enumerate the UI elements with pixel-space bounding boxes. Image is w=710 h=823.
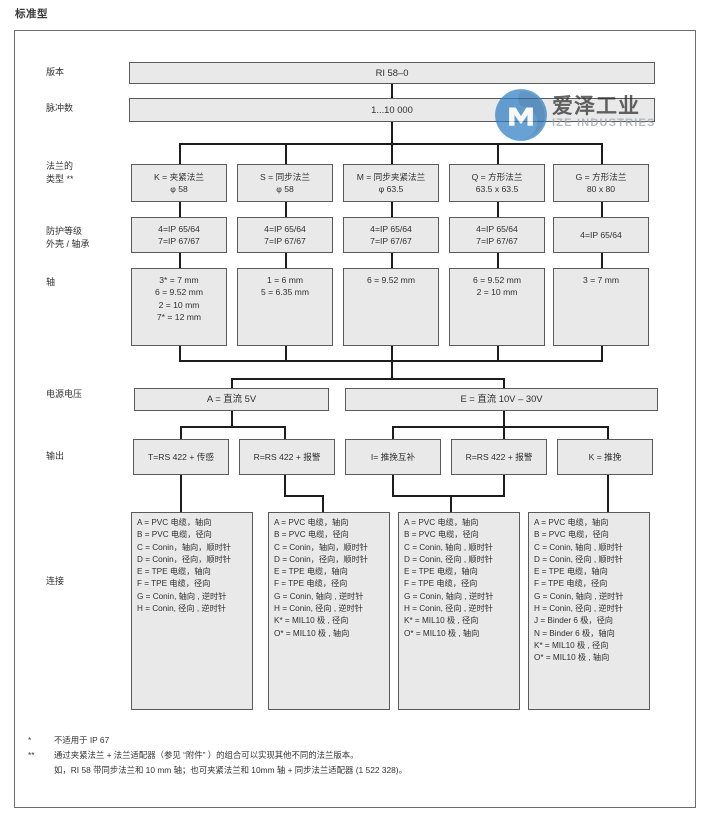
flange-box-3: M = 同步夹紧法兰 φ 63.5: [343, 164, 439, 202]
supplyE-output-drop-2: [503, 426, 505, 439]
protection-box-5: 4=IP 65/64: [553, 217, 649, 253]
flange-box-5: G = 方形法兰 80 x 80: [553, 164, 649, 202]
supply-split-bus: [231, 378, 505, 380]
shaft-drop-1: [179, 346, 181, 362]
supplyE-output-drop-1: [392, 426, 394, 439]
output-box-1: T=RS 422 + 传感: [133, 439, 229, 475]
output-box-5: K = 推挽: [557, 439, 653, 475]
connector-output34-merge-bus: [392, 495, 505, 497]
connector-output3-seg-v: [392, 475, 394, 497]
connector-protection2-shaft2: [285, 253, 287, 268]
row-label-connection: 连接: [46, 576, 65, 586]
connector-output2-seg-v1: [284, 475, 286, 497]
connector-output34-to-conn3: [450, 495, 452, 512]
footnote-mark-1: *: [28, 735, 32, 745]
footnote-text-1: 不适用于 IP 67: [54, 735, 110, 745]
supply-drop-e: [503, 378, 505, 388]
row-label-pulses: 脉冲数: [46, 103, 74, 113]
footnote-text-2: 通过夹紧法兰 + 法兰适配器（参见 “附件” ）的组合可以实现其他不同的法兰版本…: [54, 750, 407, 775]
row-label-flange: 法兰的 类型 **: [46, 161, 74, 184]
connector-pulses-down: [391, 122, 393, 143]
flange-drop-2: [285, 143, 287, 164]
shaft-box-3: 6 = 9.52 mm: [343, 268, 439, 346]
flange-box-2: S = 同步法兰 φ 58: [237, 164, 333, 202]
connector-merge-down: [391, 360, 393, 380]
connector-output1-conn1: [180, 475, 182, 512]
connector-output2-seg-v2: [322, 495, 324, 512]
connection-box-4: A = PVC 电缆，轴向 B = PVC 电缆，径向 C = Conin, 轴…: [528, 512, 650, 710]
footnote-mark-2: **: [28, 750, 35, 760]
shaft-box-5: 3 = 7 mm: [553, 268, 649, 346]
supply-drop-a: [231, 378, 233, 388]
footnote-row-1: * 不适用于 IP 67: [28, 733, 628, 748]
connection-box-3: A = PVC 电缆，轴向 B = PVC 电缆，径向 C = Conin, 轴…: [398, 512, 520, 710]
output-box-2: R=RS 422 + 报警: [239, 439, 335, 475]
footnote-row-2: ** 通过夹紧法兰 + 法兰适配器（参见 “附件” ）的组合可以实现其他不同的法…: [28, 748, 628, 778]
row-label-shaft: 轴: [46, 277, 56, 287]
connector-flange1-protection1: [179, 202, 181, 217]
supply-box-a: A = 直流 5V: [134, 388, 329, 411]
connector-protection3-shaft3: [391, 253, 393, 268]
shaft-drop-3: [391, 346, 393, 362]
connector-flange5-protection5: [601, 202, 603, 217]
flange-box-4: Q = 方形法兰 63.5 x 63.5: [449, 164, 545, 202]
flange-box-1: K = 夹紧法兰 φ 58: [131, 164, 227, 202]
supplyA-output-drop-2: [284, 426, 286, 439]
row-label-supply: 电源电压: [46, 389, 83, 399]
connector-flange4-protection4: [497, 202, 499, 217]
connector-output5-conn4: [607, 475, 609, 512]
row-label-version: 版本: [46, 67, 65, 77]
supply-box-e: E = 直流 10V – 30V: [345, 388, 658, 411]
protection-box-4: 4=IP 65/64 7=IP 67/67: [449, 217, 545, 253]
row-label-output: 输出: [46, 451, 65, 461]
connector-protection5-shaft5: [601, 253, 603, 268]
pulses-box: 1...10 000: [129, 98, 655, 122]
shaft-box-2: 1 = 6 mm 5 = 6.35 mm: [237, 268, 333, 346]
supplyE-output-drop-3: [607, 426, 609, 439]
flange-drop-1: [179, 143, 181, 164]
flange-drop-3: [391, 143, 393, 164]
connector-output4-seg-v: [503, 475, 505, 497]
connector-version-to-pulses: [391, 84, 393, 98]
connector-protection1-shaft1: [179, 253, 181, 268]
connector-protection4-shaft4: [497, 253, 499, 268]
flange-drop-5: [601, 143, 603, 164]
page-title: 标准型: [15, 8, 48, 20]
flange-drop-4: [497, 143, 499, 164]
footnotes: * 不适用于 IP 67 ** 通过夹紧法兰 + 法兰适配器（参见 “附件” ）…: [28, 733, 628, 778]
connection-box-2: A = PVC 电缆，轴向 B = PVC 电缆，径向 C = Conin，轴向…: [268, 512, 390, 710]
supplyA-output-bus: [180, 426, 284, 428]
row-label-protection: 防护等级 外壳 / 轴承: [46, 226, 90, 249]
shaft-box-4: 6 = 9.52 mm 2 = 10 mm: [449, 268, 545, 346]
protection-box-1: 4=IP 65/64 7=IP 67/67: [131, 217, 227, 253]
shaft-drop-2: [285, 346, 287, 362]
connector-output2-seg-h: [284, 495, 324, 497]
version-box: RI 58–0: [129, 62, 655, 84]
shaft-drop-5: [601, 346, 603, 362]
protection-box-3: 4=IP 65/64 7=IP 67/67: [343, 217, 439, 253]
output-box-4: R=RS 422 + 报警: [451, 439, 547, 475]
connection-box-1: A = PVC 电缆，轴向 B = PVC 电缆，径向 C = Conin，轴向…: [131, 512, 253, 710]
supplyE-output-bus: [392, 426, 609, 428]
shaft-drop-4: [497, 346, 499, 362]
diagram-frame: [14, 30, 696, 808]
supplyA-output-drop-1: [180, 426, 182, 439]
protection-box-2: 4=IP 65/64 7=IP 67/67: [237, 217, 333, 253]
connector-flange2-protection2: [285, 202, 287, 217]
shaft-box-1: 3* = 7 mm 6 = 9.52 mm 2 = 10 mm 7* = 12 …: [131, 268, 227, 346]
connector-supplyE-down: [503, 411, 505, 428]
connector-flange3-protection3: [391, 202, 393, 217]
connector-supplyA-down: [231, 411, 233, 428]
output-box-3: I= 推挽互补: [345, 439, 441, 475]
